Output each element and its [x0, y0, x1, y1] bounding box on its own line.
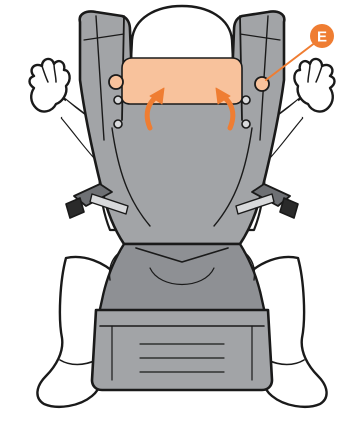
callout-label: E [317, 29, 327, 46]
headrest-snap-left [109, 75, 123, 89]
baby-right-hand [294, 59, 334, 112]
waist-belt [92, 310, 272, 390]
carrier-seat [98, 244, 266, 318]
baby-left-hand [30, 59, 70, 112]
